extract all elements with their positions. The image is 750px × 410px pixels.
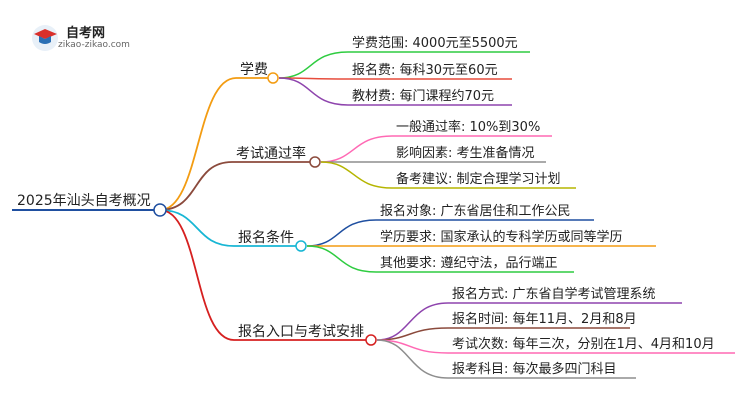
leaf-eligible: 报名对象: 广东省居住和工作公民 [380,204,571,219]
leaf-tuition-range: 学费范围: 4000元至5500元 [352,36,518,51]
leaf-method: 报名方式: 广东省自学考试管理系统 [452,287,656,302]
leaf-connector [306,219,377,247]
branch-connector [159,161,233,211]
branch-label-pass-rate: 考试通过率 [236,146,306,162]
branch-connector [159,209,235,247]
leaf-exam-count: 考试次数: 每年三次，分别在1月、4月和10月 [452,337,715,352]
leaf-connector [278,77,349,106]
branch-label-requirements: 报名条件 [238,230,294,246]
leaf-time: 报名时间: 每年11月、2月和8月 [452,312,637,327]
graduation-cap-icon [32,25,58,51]
leaf-advice: 备考建议: 制定合理学习计划 [396,172,561,187]
leaf-connector [320,161,393,189]
branch-label-registration: 报名入口与考试安排 [238,324,364,340]
root-node [153,203,167,217]
logo-title: 自考网 [66,26,106,41]
leaf-connector [376,302,449,341]
leaf-registration-fee: 报名费: 每科30元至60元 [352,63,498,78]
branch-node [267,72,279,84]
leaf-textbook-fee: 教材费: 每门课程约70元 [352,89,495,104]
leaf-education: 学历要求: 国家承认的专科学历或同等学历 [380,230,623,245]
leaf-connector [306,245,377,273]
branch-node [365,334,377,346]
branch-connector [159,77,237,211]
logo-url: zikao-zikao.com [58,40,130,50]
branch-node [309,156,321,168]
leaf-other: 其他要求: 遵纪守法，品行端正 [380,256,558,271]
site-logo: 自考网 zikao-zikao.com [28,20,138,56]
branch-connector [159,209,235,341]
branch-label-tuition: 学费 [240,62,268,78]
leaf-factors: 影响因素: 考生准备情况 [396,146,535,161]
root-label: 2025年汕头自考概况 [17,193,151,209]
leaf-connector [376,339,449,379]
leaf-pass-rate: 一般通过率: 10%到30% [396,120,541,135]
leaf-subjects: 报考科目: 每次最多四门科目 [452,362,617,377]
branch-node [295,240,307,252]
leaf-connector [320,135,393,163]
leaf-connector [278,51,349,79]
